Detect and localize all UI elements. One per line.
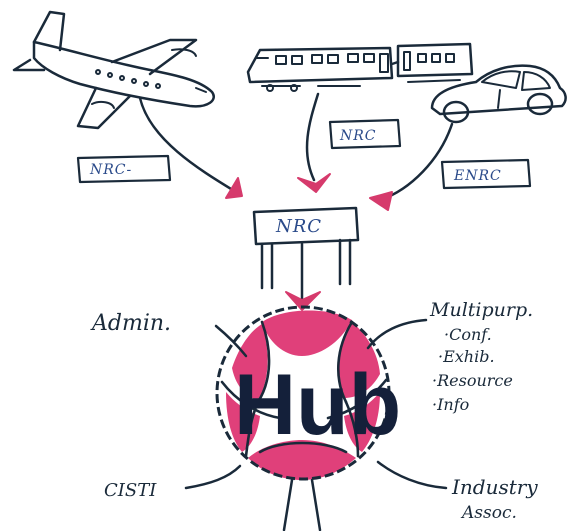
connector-multipurpose [368, 320, 426, 348]
industry-label: Industry [451, 475, 538, 499]
arrowhead-right [370, 192, 392, 210]
industry-label-line2: Assoc. [460, 503, 517, 523]
hub-label: Hub [234, 357, 401, 453]
multipurpose-label: Multipurp. [429, 299, 533, 321]
sign-nrc-right-label: ENRC [453, 168, 502, 184]
multipurpose-item: ·Conf. [444, 325, 492, 344]
cisti-label: CISTI [104, 480, 157, 501]
sign-nrc-right: ENRC [442, 160, 530, 188]
arrow-plane-to-nrc [140, 98, 236, 192]
sign-nrc-left-label: NRC- [89, 162, 132, 178]
connector-admin [216, 326, 246, 356]
multipurpose-item: ·Info [432, 395, 469, 414]
sign-nrc-center-label: NRC [339, 128, 377, 144]
sign-nrc-main-label: NRC [275, 216, 322, 237]
multipurpose-item: ·Resource [432, 371, 513, 390]
arrow-train-to-nrc [307, 94, 318, 180]
admin-label: Admin. [90, 311, 171, 336]
sign-nrc-left: NRC- [78, 156, 170, 182]
connector-industry [378, 462, 446, 488]
sign-nrc-center: NRC [330, 120, 400, 148]
sign-nrc-main: NRC [254, 208, 358, 288]
arrowhead-center [298, 174, 330, 192]
train-icon [248, 44, 472, 91]
multipurpose-item: ·Exhib. [438, 347, 495, 366]
airplane-icon [14, 12, 214, 128]
connector-cisti [186, 466, 240, 488]
